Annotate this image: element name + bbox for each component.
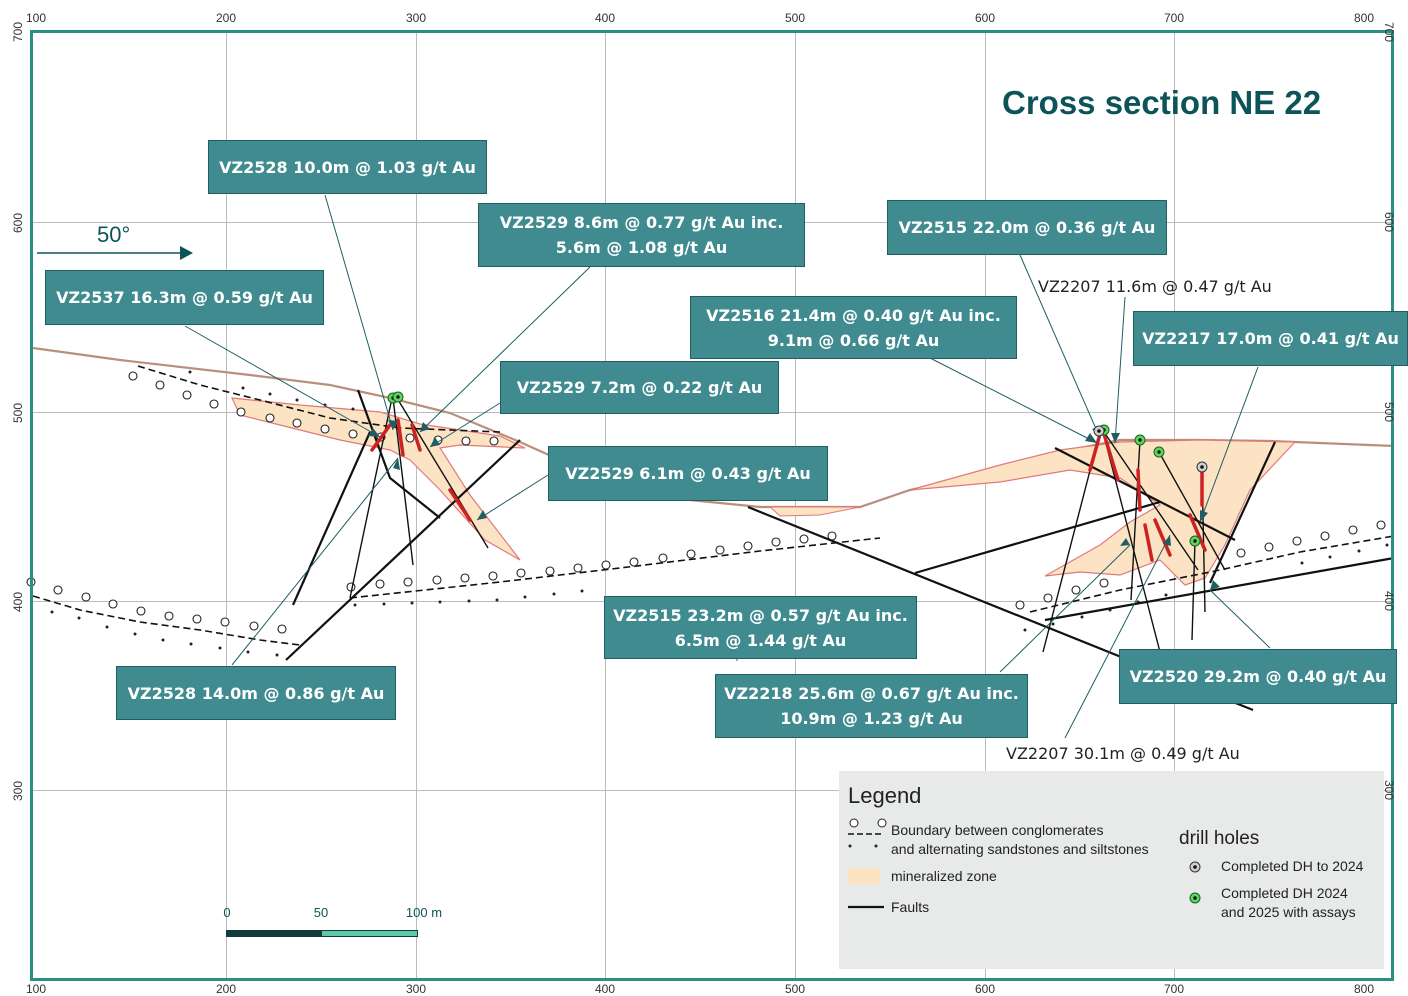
x-tick-top: 500 — [784, 11, 806, 25]
legend-boundary-text: Boundary between conglomerates and alter… — [891, 821, 1149, 859]
legend-boundary-line1: Boundary between conglomerates — [891, 822, 1104, 838]
callout-vz2528-top: VZ2528 10.0m @ 1.03 g/t Au — [208, 140, 487, 194]
x-tick-top: 200 — [215, 11, 237, 25]
callout-line: VZ2515 23.2m @ 0.57 g/t Au inc. — [613, 605, 908, 625]
callout-line: VZ2528 14.0m @ 0.86 g/t Au — [127, 683, 385, 703]
x-tick-bottom: 100 — [25, 982, 47, 996]
x-tick-top: 100 — [25, 11, 47, 25]
scale-label-50: 50 — [313, 905, 329, 920]
legend-drill-title: drill holes — [1179, 828, 1260, 849]
callout-line: 10.9m @ 1.23 g/t Au — [780, 709, 963, 728]
legend-completed-2025: Completed DH 2024 and 2025 with assays — [1221, 884, 1356, 922]
legend: Legend Boundary between conglomerates an… — [839, 771, 1384, 969]
y-tick-right: 500 — [1382, 402, 1396, 423]
y-tick-left: 600 — [11, 212, 25, 233]
legend-mineralized: mineralized zone — [891, 868, 997, 884]
x-tick-bottom: 700 — [1163, 982, 1185, 996]
callout-line: 5.6m @ 1.08 g/t Au — [555, 238, 728, 257]
grid-line-x200 — [226, 33, 227, 978]
legend-completed-2025-line1: Completed DH 2024 — [1221, 885, 1348, 901]
x-tick-top: 800 — [1353, 11, 1375, 25]
label-vz2207-bottom: VZ2207 30.1m @ 0.49 g/t Au — [1006, 744, 1240, 763]
callout-line: 6.5m @ 1.44 g/t Au — [674, 630, 847, 650]
grid-line-x400 — [605, 33, 606, 978]
legend-boundary-line2: and alternating sandstones and siltstone… — [891, 841, 1149, 857]
callout-line: VZ2528 10.0m @ 1.03 g/t Au — [219, 157, 476, 177]
callout-vz2515-bottom: VZ2515 23.2m @ 0.57 g/t Au inc. 6.5m @ 1… — [604, 596, 917, 659]
y-tick-left: 500 — [11, 402, 25, 423]
legend-symbols — [848, 818, 1201, 909]
dip-label: 50° — [97, 222, 131, 247]
callout-vz2537: VZ2537 16.3m @ 0.59 g/t Au — [45, 270, 324, 325]
dip-arrow-head — [180, 246, 193, 260]
x-tick-bottom: 500 — [784, 982, 806, 996]
scale-segment-dark — [226, 930, 323, 937]
mineralized-zone-west — [231, 397, 526, 561]
grid-line-x500 — [795, 33, 796, 978]
callout-line: VZ2516 21.4m @ 0.40 g/t Au inc. — [706, 305, 1001, 325]
grid-line-x600 — [985, 33, 986, 978]
x-tick-bottom: 400 — [594, 982, 616, 996]
callout-vz2515-top: VZ2515 22.0m @ 0.36 g/t Au — [887, 200, 1167, 255]
scale-label-0: 0 — [223, 905, 231, 920]
x-tick-bottom: 300 — [405, 982, 427, 996]
callout-vz2529-c: VZ2529 6.1m @ 0.43 g/t Au — [548, 446, 828, 501]
y-tick-right: 300 — [1382, 780, 1396, 801]
callout-vz2516: VZ2516 21.4m @ 0.40 g/t Au inc. 9.1m @ 0… — [690, 296, 1017, 359]
callout-vz2217: VZ2217 17.0m @ 0.41 g/t Au — [1133, 311, 1408, 366]
grid-line-y300 — [33, 790, 1391, 791]
y-tick-right: 400 — [1382, 591, 1396, 612]
y-tick-left: 400 — [11, 591, 25, 612]
scale-label-100: 100 m — [405, 905, 443, 920]
x-tick-top: 400 — [594, 11, 616, 25]
x-tick-top: 300 — [405, 11, 427, 25]
y-tick-left: 300 — [11, 780, 25, 801]
boundary-line-west-upper — [137, 365, 501, 433]
legend-completed-2024: Completed DH to 2024 — [1221, 858, 1364, 874]
x-tick-bottom: 200 — [215, 982, 237, 996]
callout-line: VZ2218 25.6m @ 0.67 g/t Au inc. — [724, 684, 1019, 703]
y-tick-right: 700 — [1382, 22, 1396, 43]
callout-vz2529-a: VZ2529 8.6m @ 0.77 g/t Au inc. 5.6m @ 1.… — [478, 203, 805, 267]
callout-line: VZ2529 6.1m @ 0.43 g/t Au — [565, 464, 811, 483]
callout-line: VZ2529 7.2m @ 0.22 g/t Au — [516, 378, 763, 397]
x-tick-bottom: 600 — [974, 982, 996, 996]
x-tick-top: 600 — [974, 11, 996, 25]
label-vz2207-top: VZ2207 11.6m @ 0.47 g/t Au — [1038, 277, 1272, 296]
boundary-line-east — [1029, 535, 1395, 613]
section-title: Cross section NE 22 — [1002, 84, 1322, 121]
map-frame — [30, 30, 1394, 981]
callout-leaders — [184, 194, 1271, 739]
y-tick-left: 700 — [11, 21, 25, 42]
legend-completed-2025-line2: and 2025 with assays — [1221, 904, 1356, 920]
callout-line: VZ2520 29.2m @ 0.40 g/t Au — [1129, 667, 1387, 686]
callout-vz2529-b: VZ2529 7.2m @ 0.22 g/t Au — [500, 361, 779, 414]
legend-title: Legend — [848, 783, 922, 808]
grid-line-x300 — [416, 33, 417, 978]
callout-line: VZ2529 8.6m @ 0.77 g/t Au inc. — [499, 213, 784, 232]
intercepts — [370, 418, 1207, 562]
leader-arrowheads — [368, 420, 1220, 590]
x-tick-top: 700 — [1163, 11, 1185, 25]
callout-vz2520: VZ2520 29.2m @ 0.40 g/t Au — [1119, 649, 1397, 704]
callout-vz2218: VZ2218 25.6m @ 0.67 g/t Au inc. 10.9m @ … — [715, 674, 1028, 738]
mineralized-zone-center — [768, 506, 861, 517]
callout-line: VZ2217 17.0m @ 0.41 g/t Au — [1142, 329, 1399, 348]
drill-collars-2024 — [1093, 425, 1208, 473]
callout-line: 9.1m @ 0.66 g/t Au — [767, 330, 940, 350]
callout-vz2528-bottom: VZ2528 14.0m @ 0.86 g/t Au — [116, 666, 396, 720]
callout-line: VZ2515 22.0m @ 0.36 g/t Au — [898, 218, 1156, 237]
boundary-line-center — [349, 537, 881, 599]
legend-faults: Faults — [891, 899, 930, 915]
callout-line: VZ2537 16.3m @ 0.59 g/t Au — [56, 288, 313, 307]
scale-segment-light — [321, 930, 418, 937]
y-tick-right: 600 — [1382, 212, 1396, 233]
x-tick-bottom: 800 — [1353, 982, 1375, 996]
